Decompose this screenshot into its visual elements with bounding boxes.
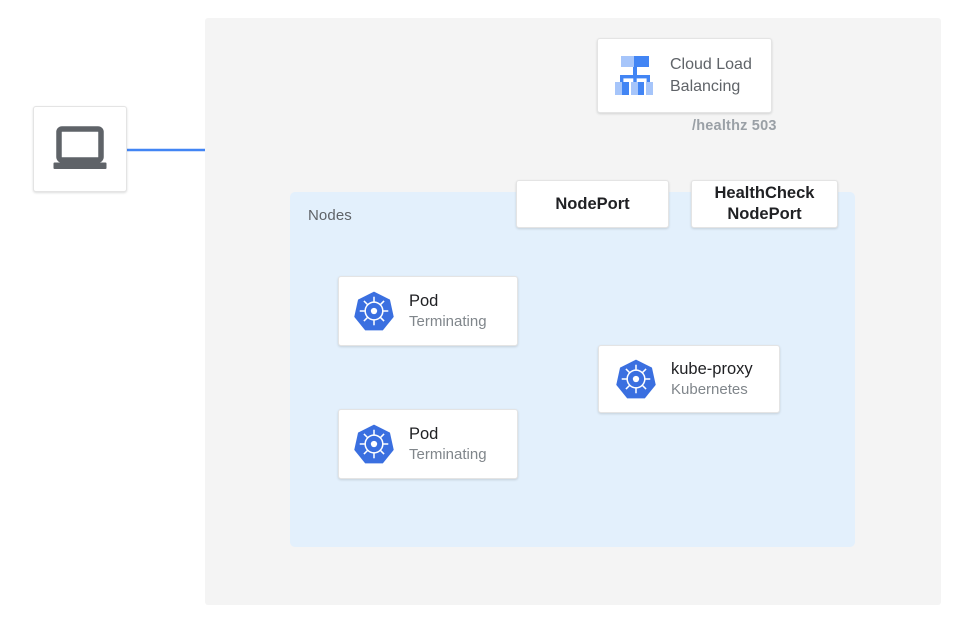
nodeport-label: NodePort (555, 194, 630, 213)
cloud-load-balancing-label: Cloud Load Balancing (670, 54, 752, 97)
kube-proxy-subtitle: Kubernetes (671, 380, 748, 398)
nodeport-node[interactable]: NodePort (516, 180, 669, 228)
healthcheck-nodeport-label-line-2: NodePort (727, 205, 802, 223)
cloud-load-balancing-line-1: Cloud Load (670, 55, 752, 73)
pod-title: Pod (409, 291, 439, 310)
cloud-load-balancing-line-2: Balancing (670, 77, 741, 95)
client-node[interactable] (33, 106, 127, 192)
healthcheck-nodeport-node[interactable]: HealthCheck NodePort (691, 180, 838, 228)
healthcheck-nodeport-label-line-1: HealthCheck (714, 184, 815, 203)
kubernetes-icon (353, 290, 395, 332)
kubernetes-icon (353, 423, 395, 465)
pod-status: Terminating (409, 445, 487, 463)
kube-proxy-node[interactable]: kube-proxy Kubernetes (598, 345, 780, 413)
healthz-status-label: /healthz 503 (692, 118, 777, 134)
pod-status: Terminating (409, 312, 487, 330)
pod-title: Pod (409, 424, 439, 443)
kubernetes-icon (615, 358, 657, 400)
kube-proxy-title: kube-proxy (671, 359, 753, 378)
pod-node[interactable]: Pod Terminating (338, 276, 518, 346)
laptop-icon (52, 126, 108, 172)
nodes-region-label: Nodes (308, 207, 352, 224)
cloud-load-balancing-icon (610, 53, 660, 99)
pod-node[interactable]: Pod Terminating (338, 409, 518, 479)
cloud-load-balancing-node[interactable]: Cloud Load Balancing (597, 38, 772, 113)
